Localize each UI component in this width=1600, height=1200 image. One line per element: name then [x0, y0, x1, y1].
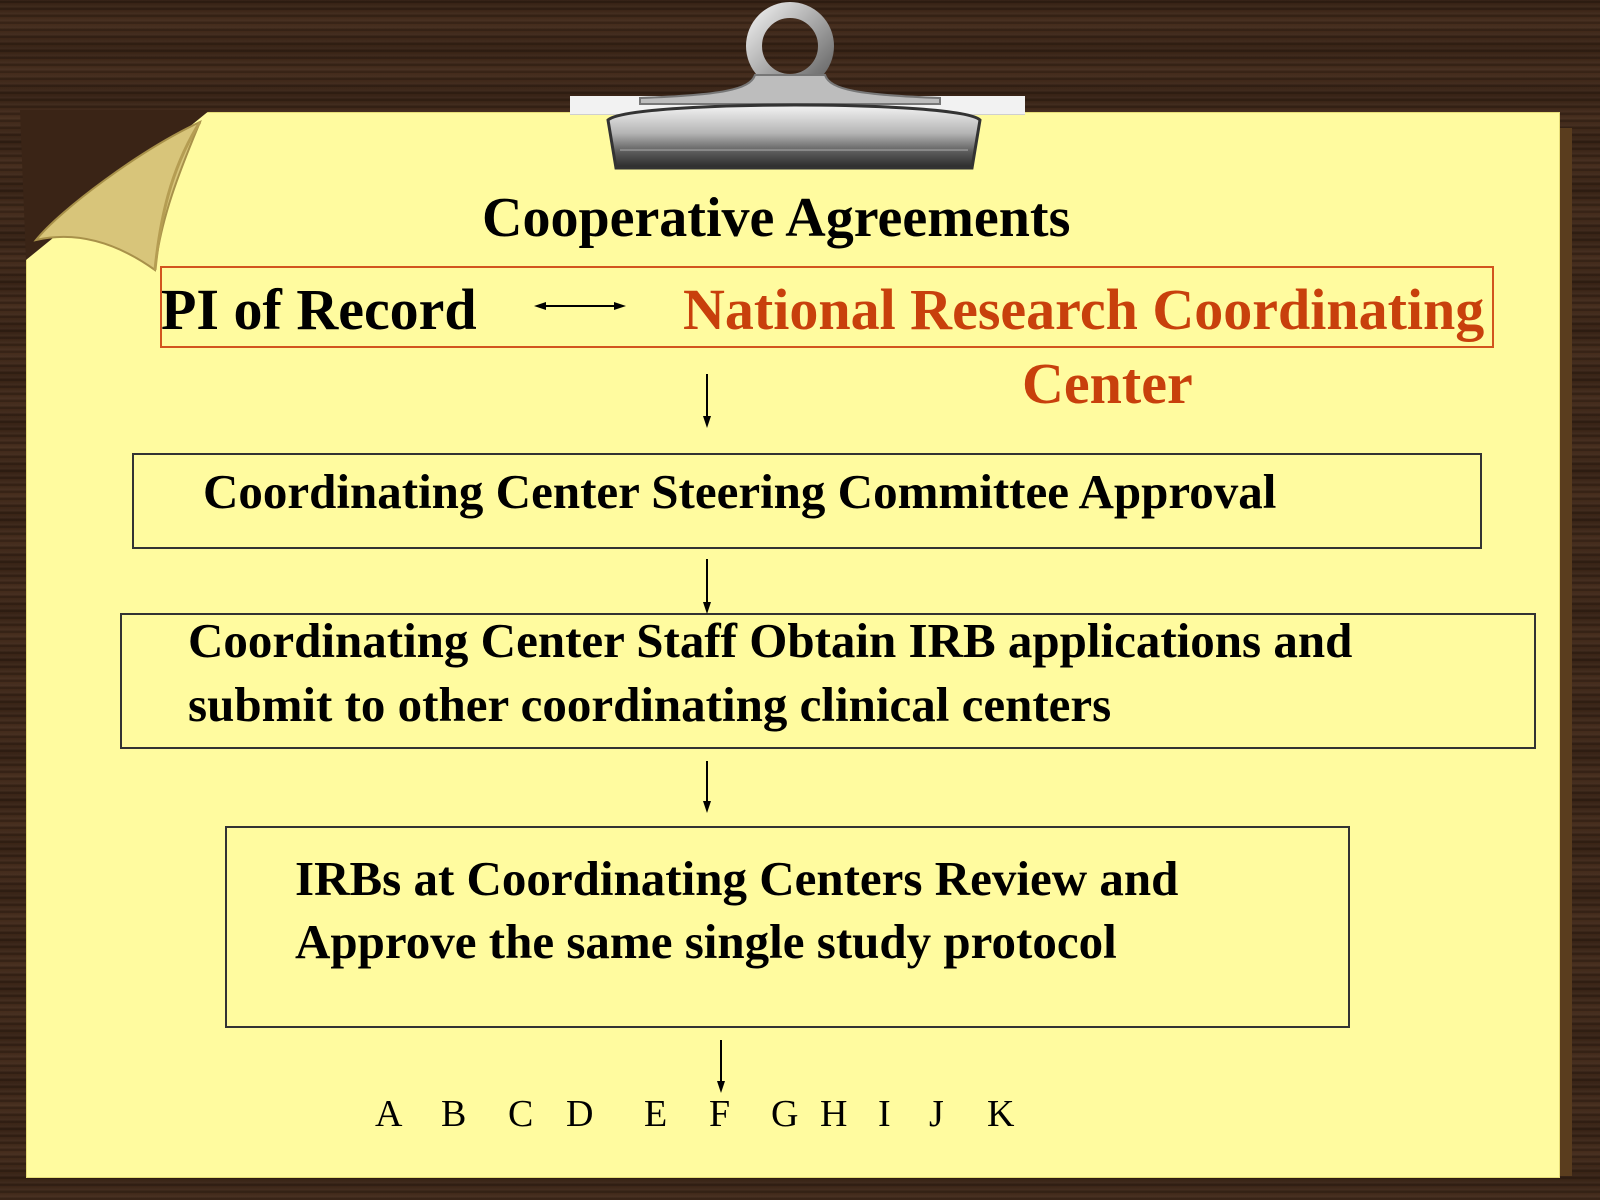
center-letter: K — [987, 1093, 1015, 1135]
down-arrow-icon — [703, 559, 711, 614]
center-letter: H — [820, 1093, 848, 1135]
double-arrow-icon — [534, 302, 626, 310]
pi-of-record-label: PI of Record — [161, 277, 477, 342]
center-letter: G — [771, 1093, 799, 1135]
center-letter: F — [709, 1093, 731, 1135]
irb-review-box — [225, 826, 1350, 1028]
center-letter: C — [508, 1093, 534, 1135]
down-arrow-icon — [703, 374, 711, 428]
down-arrow-icon — [717, 1040, 725, 1093]
center-letter: E — [644, 1093, 668, 1135]
center-letter: J — [929, 1093, 944, 1135]
center-letter: D — [566, 1093, 594, 1135]
national-center-label-line1: National Research Coordinating — [683, 277, 1485, 342]
center-letter: B — [441, 1093, 467, 1135]
irb-applications-box — [120, 613, 1536, 749]
paper-clip-icon — [606, 2, 982, 170]
irb-review-text-line1: IRBs at Coordinating Centers Review and — [295, 851, 1179, 906]
steering-committee-text: Coordinating Center Steering Committee A… — [203, 464, 1277, 519]
down-arrow-icon — [703, 761, 711, 813]
irb-review-text-line2: Approve the same single study protocol — [295, 914, 1117, 969]
irb-applications-text-line1: Coordinating Center Staff Obtain IRB app… — [188, 613, 1353, 668]
center-letter: A — [375, 1093, 403, 1135]
page-title: Cooperative Agreements — [482, 187, 1071, 249]
center-letter: I — [878, 1093, 891, 1135]
highlight-box — [160, 266, 1494, 348]
steering-committee-box — [132, 453, 1482, 549]
page-curl-icon — [20, 110, 210, 272]
irb-applications-text-line2: submit to other coordinating clinical ce… — [188, 677, 1112, 732]
national-center-label-line2: Center — [1022, 351, 1193, 416]
note-paper — [26, 112, 1560, 1178]
